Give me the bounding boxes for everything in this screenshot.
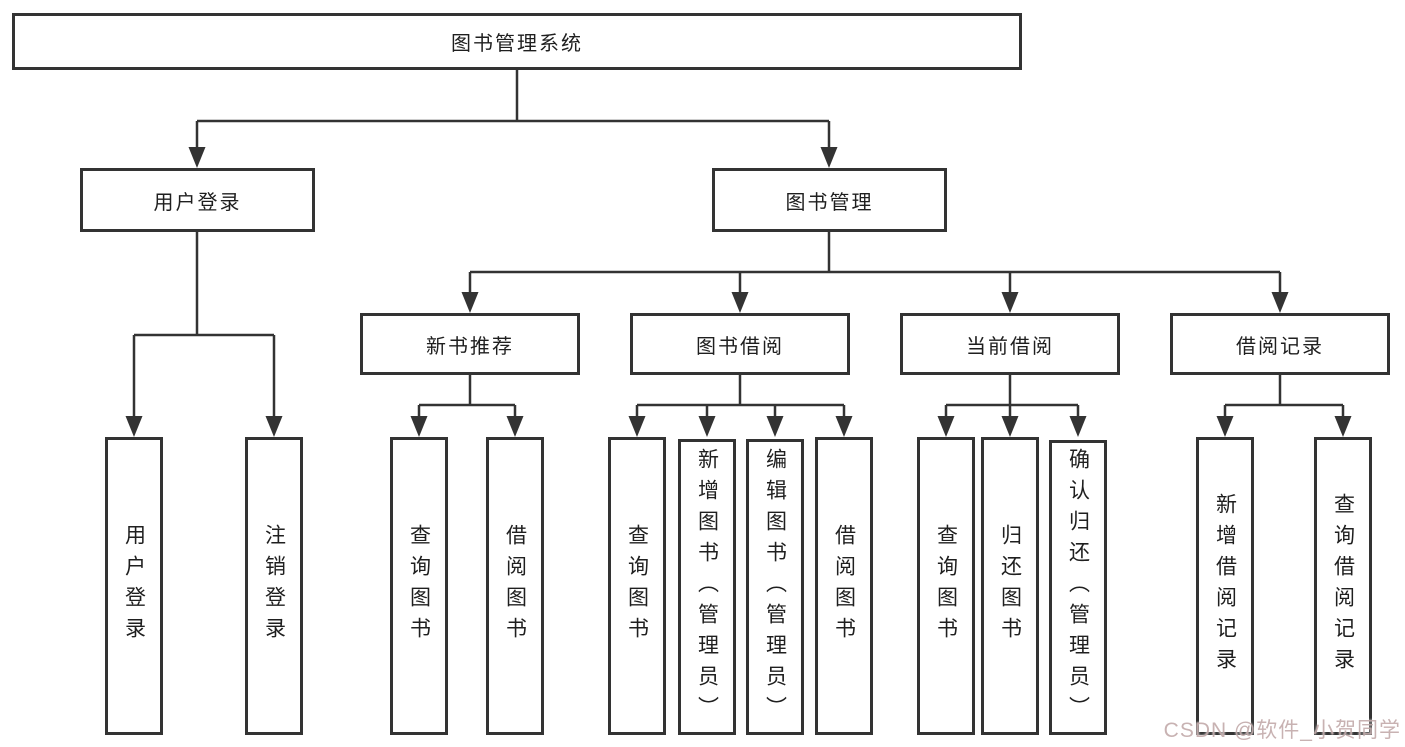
- node-book-borrowing-label: 图书借阅: [696, 335, 784, 358]
- arrowhead-icon: [835, 416, 853, 437]
- leaf-borrow-books-recommend-label: 借阅图书: [503, 524, 527, 648]
- leaf-return-books: 归还图书: [981, 437, 1039, 735]
- connector-root-to-level2: [195, 70, 831, 150]
- leaf-query-books-borrowing-label: 查询图书: [625, 524, 649, 648]
- arrowhead-icon: [731, 292, 749, 313]
- arrowhead-icon: [820, 147, 838, 168]
- node-root: 图书管理系统: [12, 13, 1022, 70]
- node-book-borrowing: 图书借阅: [630, 313, 850, 375]
- arrowhead-icon: [265, 416, 283, 437]
- node-current-borrowing-label: 当前借阅: [966, 335, 1054, 358]
- leaf-add-books-admin-label: 新增图书（管理员）: [695, 447, 719, 727]
- leaf-logout-label: 注销登录: [262, 524, 286, 648]
- leaf-query-books-recommend-label: 查询图书: [407, 524, 431, 648]
- leaf-add-books-admin: 新增图书（管理员）: [678, 439, 736, 735]
- csdn-watermark: CSDN @软件_小贺同学: [1163, 719, 1401, 742]
- connector-book-management-to-level3: [468, 232, 1282, 295]
- node-root-label: 图书管理系统: [451, 33, 583, 55]
- node-current-borrowing: 当前借阅: [900, 313, 1120, 375]
- leaf-query-books-borrowing: 查询图书: [608, 437, 666, 735]
- arrowhead-icon: [1334, 416, 1352, 437]
- arrowhead-icon: [1001, 292, 1019, 313]
- arrowhead-icon: [1271, 292, 1289, 313]
- arrowhead-icon: [628, 416, 646, 437]
- arrowhead-icon: [766, 416, 784, 437]
- arrowhead-icon: [698, 416, 716, 437]
- arrowhead-icon: [188, 147, 206, 168]
- leaf-borrow-books-borrowing: 借阅图书: [815, 437, 873, 735]
- node-borrowing-records: 借阅记录: [1170, 313, 1390, 375]
- leaf-user-login: 用户登录: [105, 437, 163, 735]
- leaf-borrow-books-borrowing-label: 借阅图书: [832, 524, 856, 648]
- arrowhead-icon: [1216, 416, 1234, 437]
- node-user-login: 用户登录: [80, 168, 315, 232]
- leaf-add-borrow-record: 新增借阅记录: [1196, 437, 1254, 735]
- node-book-management: 图书管理: [712, 168, 947, 232]
- node-user-login-label: 用户登录: [153, 191, 242, 214]
- arrowhead-icon: [125, 416, 143, 437]
- arrowhead-icon: [506, 416, 524, 437]
- leaf-query-books-current-label: 查询图书: [934, 524, 958, 648]
- arrowhead-icon: [1069, 416, 1087, 437]
- leaf-query-books-recommend: 查询图书: [390, 437, 448, 735]
- arrowhead-icon: [937, 416, 955, 437]
- leaf-return-books-label: 归还图书: [998, 524, 1022, 648]
- connector-borrowing-records-to-leaves: [1223, 375, 1345, 420]
- arrowhead-icon: [1001, 416, 1019, 437]
- node-book-management-label: 图书管理: [785, 191, 874, 214]
- leaf-edit-books-admin: 编辑图书（管理员）: [746, 439, 804, 735]
- node-borrowing-records-label: 借阅记录: [1236, 335, 1324, 358]
- leaf-add-borrow-record-label: 新增借阅记录: [1213, 493, 1237, 679]
- node-new-book-recommendation: 新书推荐: [360, 313, 580, 375]
- leaf-confirm-return-admin: 确认归还（管理员）: [1049, 440, 1107, 735]
- arrowhead-icon: [461, 292, 479, 313]
- leaf-confirm-return-admin-label: 确认归还（管理员）: [1066, 448, 1090, 727]
- leaf-user-login-label: 用户登录: [122, 524, 146, 648]
- node-new-book-recommendation-label: 新书推荐: [426, 335, 514, 358]
- arrowheads: [125, 147, 1352, 437]
- leaf-query-books-current: 查询图书: [917, 437, 975, 735]
- leaf-edit-books-admin-label: 编辑图书（管理员）: [763, 447, 787, 727]
- leaf-logout: 注销登录: [245, 437, 303, 735]
- connector-user-login-to-leaves: [132, 232, 276, 420]
- leaf-borrow-books-recommend: 借阅图书: [486, 437, 544, 735]
- leaf-query-borrow-record-label: 查询借阅记录: [1331, 493, 1355, 679]
- arrowhead-icon: [410, 416, 428, 437]
- connector-current-borrowing-to-leaves: [944, 375, 1080, 420]
- connector-book-borrowing-to-leaves: [635, 375, 846, 420]
- connector-new-book-to-leaves: [417, 375, 517, 420]
- leaf-query-borrow-record: 查询借阅记录: [1314, 437, 1372, 735]
